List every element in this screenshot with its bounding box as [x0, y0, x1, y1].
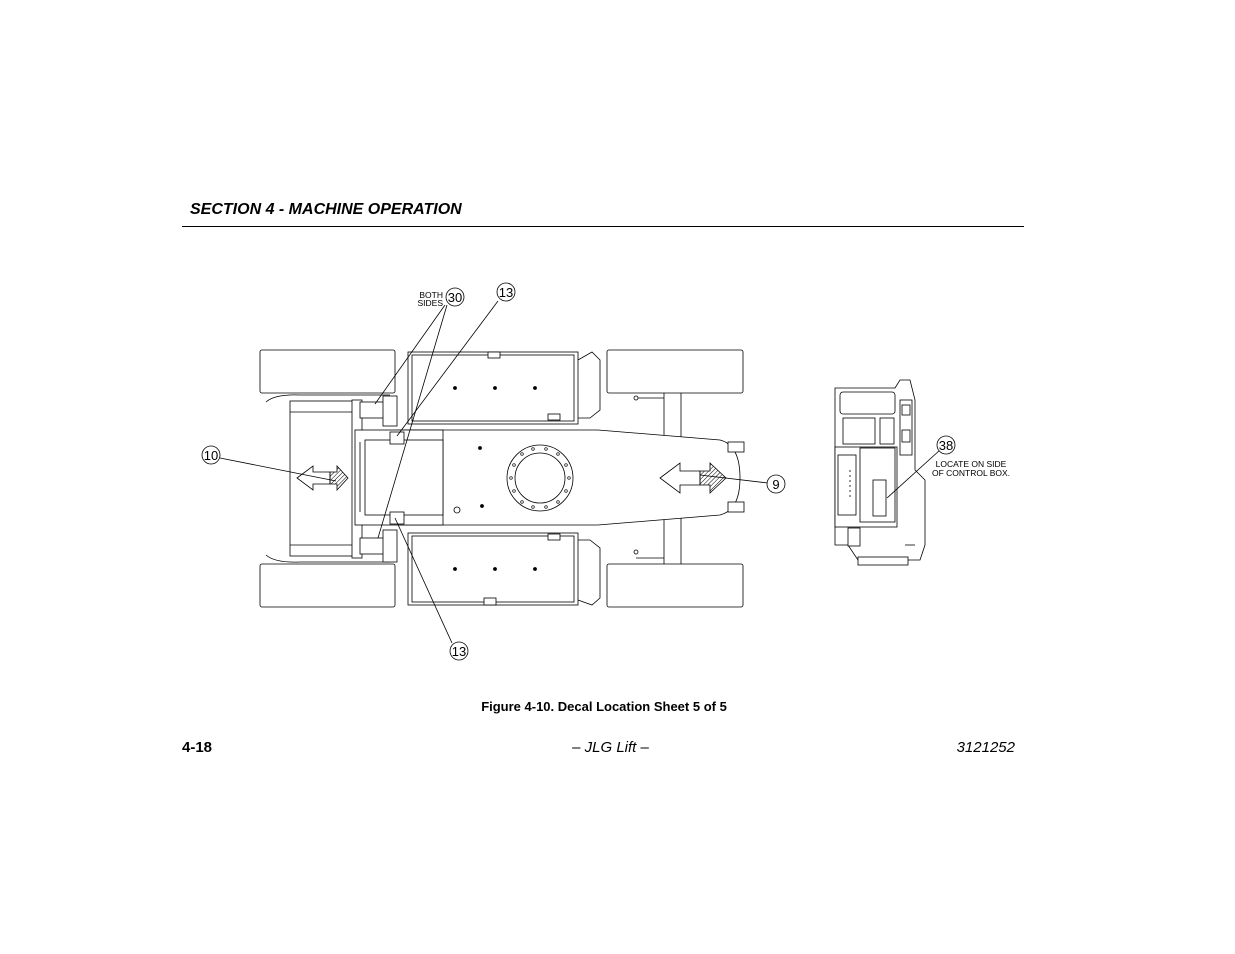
header-divider [182, 226, 1024, 227]
direction-arrow-decal-right [659, 462, 727, 494]
section-title: SECTION 4 - MACHINE OPERATION [190, 201, 462, 218]
wheel-left-bottom [259, 563, 396, 608]
leader-lines [219, 300, 769, 644]
svg-text:10: 10 [204, 448, 218, 463]
wheel-right-bottom [606, 563, 744, 608]
control-box-side-view [834, 379, 926, 566]
wheel-left-top [259, 349, 396, 394]
svg-text:38: 38 [939, 438, 953, 453]
both-sides-note: BOTH [419, 290, 443, 300]
wheel-right-top [606, 349, 744, 394]
both-sides-note-line2: SIDES [417, 298, 443, 308]
callout-9: 9 [766, 474, 786, 494]
locate-note-line2: OF CONTROL BOX. [932, 468, 1010, 478]
callout-38: 38 [936, 435, 956, 455]
svg-text:30: 30 [448, 290, 462, 305]
leader-line-38 [886, 449, 941, 499]
svg-text:13: 13 [499, 285, 513, 300]
page-number: 4-18 [182, 739, 213, 756]
footer-publisher: – JLG Lift – [572, 739, 649, 756]
svg-text:13: 13 [452, 644, 466, 659]
svg-text:9: 9 [772, 477, 779, 492]
callout-30: 30 [445, 287, 465, 307]
callout-13-bottom: 13 [449, 641, 469, 661]
machine-top-view [259, 349, 745, 608]
document-number: 3121252 [956, 739, 1015, 756]
locate-note: LOCATE ON SIDE [936, 459, 1007, 469]
callout-13-top: 13 [496, 282, 516, 302]
figure-caption: Figure 4-10. Decal Location Sheet 5 of 5 [481, 699, 727, 714]
callout-10: 10 [201, 445, 221, 465]
direction-arrow-decal-left [296, 464, 349, 492]
